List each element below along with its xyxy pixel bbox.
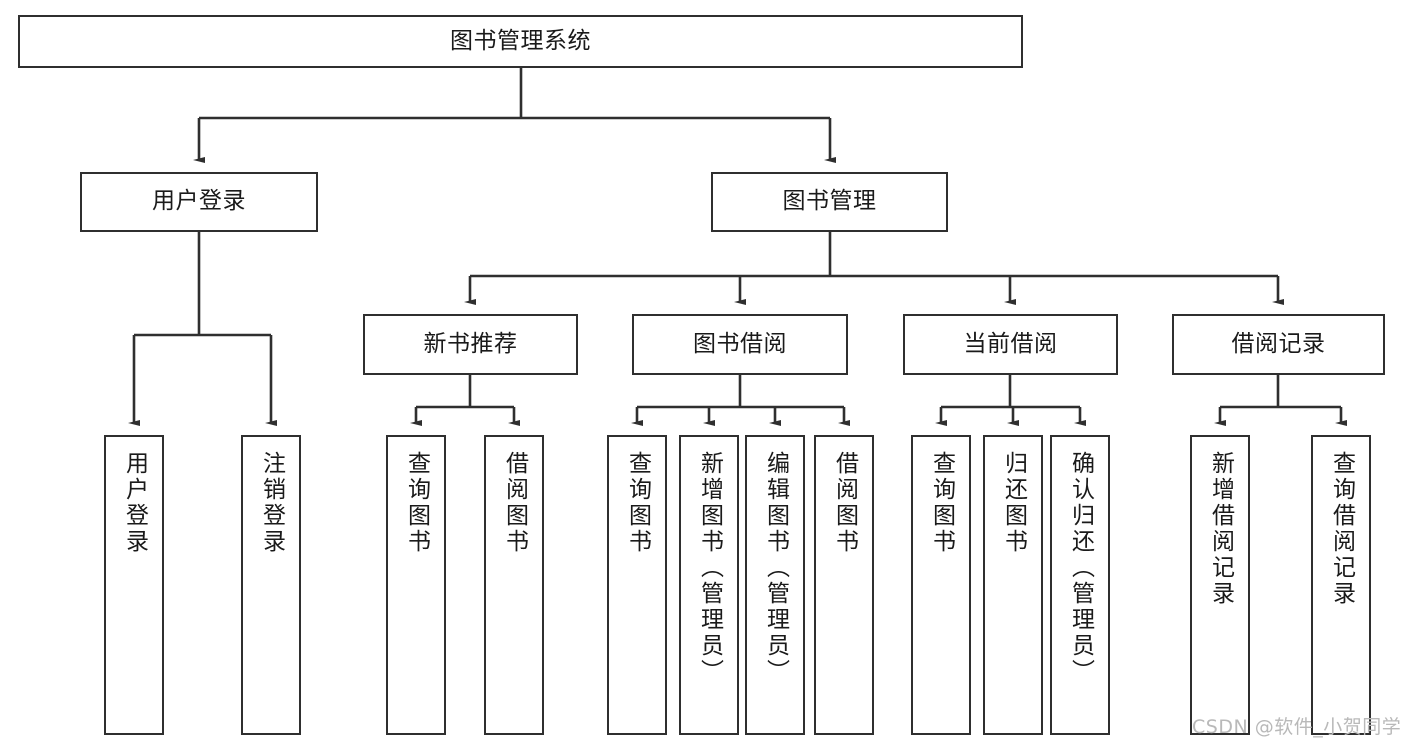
node-leaf-11-label: 新增借阅记录 <box>1207 451 1234 607</box>
node-leaf-0[interactable]: 用户登录 <box>104 435 164 735</box>
node-leaf-6-label: 编辑图书（管理员） <box>762 451 789 685</box>
node-level3-2-label: 当前借阅 <box>963 330 1058 357</box>
node-leaf-10[interactable]: 确认归还（管理员） <box>1050 435 1110 735</box>
node-leaf-3-label: 借阅图书 <box>501 451 528 555</box>
node-leaf-2-label: 查询图书 <box>403 451 430 555</box>
node-leaf-0-label: 用户登录 <box>121 451 148 555</box>
node-leaf-3[interactable]: 借阅图书 <box>484 435 544 735</box>
node-leaf-11[interactable]: 新增借阅记录 <box>1190 435 1250 735</box>
node-leaf-9-label: 归还图书 <box>1000 451 1027 555</box>
node-level3-1-label: 图书借阅 <box>693 330 787 357</box>
node-leaf-5[interactable]: 新增图书（管理员） <box>679 435 739 735</box>
node-level3-1[interactable]: 图书借阅 <box>632 314 848 375</box>
node-leaf-4-label: 查询图书 <box>624 451 651 555</box>
node-leaf-1[interactable]: 注销登录 <box>241 435 301 735</box>
node-leaf-7[interactable]: 借阅图书 <box>814 435 874 735</box>
node-leaf-4[interactable]: 查询图书 <box>607 435 667 735</box>
node-root[interactable]: 图书管理系统 <box>18 15 1023 68</box>
node-level2-0[interactable]: 用户登录 <box>80 172 318 232</box>
node-leaf-8[interactable]: 查询图书 <box>911 435 971 735</box>
node-level3-0-label: 新书推荐 <box>423 330 518 357</box>
node-level2-1[interactable]: 图书管理 <box>711 172 948 232</box>
node-leaf-1-label: 注销登录 <box>258 451 285 555</box>
node-level2-0-label: 用户登录 <box>152 188 246 215</box>
node-leaf-6[interactable]: 编辑图书（管理员） <box>745 435 805 735</box>
node-leaf-7-label: 借阅图书 <box>831 451 858 555</box>
node-level3-3-label: 借阅记录 <box>1231 330 1326 357</box>
node-level3-3[interactable]: 借阅记录 <box>1172 314 1385 375</box>
node-level3-2[interactable]: 当前借阅 <box>903 314 1118 375</box>
watermark-text: CSDN @软件_小贺同学 <box>1192 716 1402 738</box>
node-leaf-5-label: 新增图书（管理员） <box>696 451 723 685</box>
node-root-label: 图书管理系统 <box>450 27 591 54</box>
node-leaf-2[interactable]: 查询图书 <box>386 435 446 735</box>
node-level3-0[interactable]: 新书推荐 <box>363 314 578 375</box>
node-leaf-9[interactable]: 归还图书 <box>983 435 1043 735</box>
node-leaf-10-label: 确认归还（管理员） <box>1067 451 1094 685</box>
node-leaf-12[interactable]: 查询借阅记录 <box>1311 435 1371 735</box>
node-leaf-12-label: 查询借阅记录 <box>1328 451 1355 607</box>
node-level2-1-label: 图书管理 <box>782 188 877 215</box>
node-leaf-8-label: 查询图书 <box>928 451 955 555</box>
